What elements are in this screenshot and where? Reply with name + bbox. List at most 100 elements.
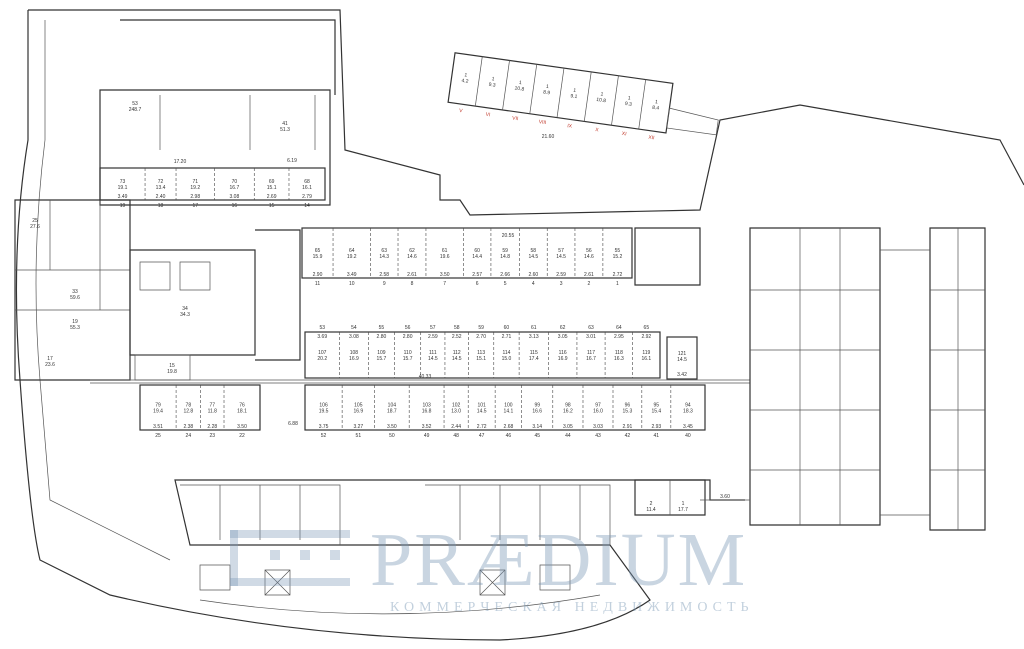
unit-width: 2.80 (403, 334, 413, 340)
unit-number: 64 (349, 248, 355, 254)
unit-number: 56 (586, 248, 592, 254)
unit-width: 3.42 (677, 372, 687, 378)
unit-number: 103 (422, 403, 431, 409)
unit-number: 79 (155, 403, 161, 409)
unit-number: 58 (531, 248, 537, 254)
unit-number: 119 (642, 350, 650, 356)
axis-label: 52 (321, 433, 327, 439)
unit-number: 107 (318, 350, 327, 356)
unit-area: 16.7 (586, 356, 596, 362)
unit-width: 2.61 (584, 272, 594, 278)
row-outline (304, 384, 706, 431)
axis-label: 61 (531, 325, 537, 331)
row-middle: 10720.23.695310816.93.085410915.72.80551… (304, 325, 661, 379)
axis-label: 17 (192, 203, 198, 209)
row-outline (304, 331, 661, 379)
unit-number: 114 (502, 350, 510, 356)
unit-divider (556, 68, 565, 118)
unit-rows: 7319.13.49197213.42.40187119.22.98177016… (99, 167, 706, 440)
axis-label: 44 (565, 433, 571, 439)
row-left-lower: 7919.43.51257812.82.38247711.82.28237618… (139, 384, 261, 440)
unit-width: 2.40 (156, 194, 166, 200)
unit-number: 98 (565, 403, 571, 409)
strip-unit-x: 110.8X (583, 71, 607, 134)
unit-width: 2.79 (302, 194, 312, 200)
unit-number: 112 (453, 350, 461, 356)
unit-number: 94 (685, 403, 691, 409)
row-outline (99, 167, 326, 201)
unit-area: 16.1 (302, 185, 312, 191)
unit-number: 121 (678, 351, 687, 357)
axis-label: 48 (453, 433, 459, 439)
axis-label: IX (567, 123, 573, 130)
unit-width: 3.14 (532, 424, 542, 430)
dim-3-60: 3.60 (720, 494, 730, 500)
axis-label: 41 (654, 433, 660, 439)
unit-number: 109 (377, 350, 386, 356)
row-lower: 10619.53.755210516.93.275110418.73.50501… (304, 384, 706, 439)
unit-area: 16.3 (614, 356, 624, 362)
unit-area: 12.8 (183, 409, 193, 415)
unit-number: 70 (232, 179, 238, 185)
axis-label: VI (485, 112, 491, 119)
unit-width: 3.05 (558, 334, 568, 340)
axis-label: 56 (405, 325, 411, 331)
unit-area: 19.5 (319, 409, 329, 415)
unit-divider (583, 71, 592, 122)
axis-label: V (459, 108, 464, 114)
room-number: 15 (169, 363, 175, 369)
row-upper: 6515.92.90116419.23.49106314.32.5896214.… (301, 227, 633, 287)
unit-number: 1 (546, 84, 550, 90)
unit-number: 105 (354, 403, 363, 409)
unit-width: 2.72 (613, 272, 623, 278)
room-number: 17 (47, 356, 53, 362)
axis-label: 22 (239, 433, 245, 439)
unit-width: 2.80 (377, 334, 387, 340)
unit-area: 16.9 (349, 356, 359, 362)
unit-area: 19.4 (153, 409, 163, 415)
unit-area: 17.4 (529, 356, 539, 362)
unit-width: 3.27 (353, 424, 363, 430)
unit-number: 99 (534, 403, 540, 409)
axis-label: 8 (411, 281, 414, 287)
axis-label: 60 (504, 325, 510, 331)
unit-width: 2.57 (472, 272, 482, 278)
unit-width: 2.91 (623, 424, 633, 430)
dim-6-19: 6.19 (287, 158, 297, 164)
unit-width: 2.98 (190, 194, 200, 200)
unit-width: 3.13 (529, 334, 539, 340)
unit-width: 2.52 (452, 334, 462, 340)
unit-area: 14.6 (407, 254, 417, 260)
unit-width: 2.70 (476, 334, 486, 340)
unit-width: 3.08 (230, 194, 240, 200)
unit-area: 8.9 (543, 89, 551, 96)
unit-area: 16.2 (563, 409, 573, 415)
unit-number: 111 (429, 350, 437, 356)
axis-label: 58 (454, 325, 460, 331)
unit-width: 2.66 (500, 272, 510, 278)
axis-label: 57 (430, 325, 436, 331)
axis-label: 7 (443, 281, 446, 287)
dim-17-20: 17.20 (174, 159, 187, 165)
unit-area: 15.4 (651, 409, 661, 415)
unit-area: 16.8 (422, 409, 432, 415)
unit-area: 15.1 (476, 356, 486, 362)
